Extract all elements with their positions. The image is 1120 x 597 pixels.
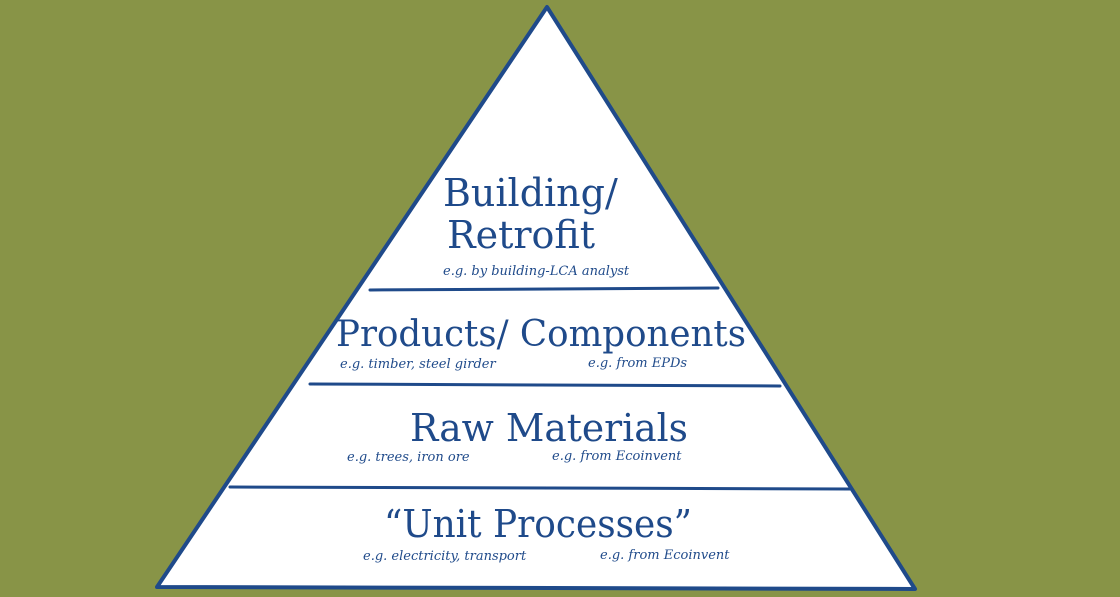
divider-line-1 — [368, 286, 720, 292]
divider-line-2 — [308, 382, 782, 388]
layer-building-title-line2: Retrofit — [447, 213, 595, 257]
layer-unit-processes-note-right: e.g. from Ecoinvent — [600, 548, 730, 563]
layer-unit-processes-note-left: e.g. electricity, transport — [363, 549, 527, 564]
pyramid-outline — [155, 5, 917, 591]
layer-raw-materials-note-left: e.g. trees, iron ore — [347, 450, 470, 465]
layer-unit-processes-title: “Unit Processes” — [384, 502, 692, 546]
layer-products-title: Products/ Components — [336, 314, 746, 355]
divider-line-3 — [228, 485, 852, 491]
layer-raw-materials-title: Raw Materials — [410, 406, 688, 450]
layer-raw-materials-note-right: e.g. from Ecoinvent — [552, 449, 682, 464]
layer-products-note-left: e.g. timber, steel girder — [340, 357, 496, 372]
layer-building-title-line1: Building/ — [443, 171, 618, 215]
layer-building-note: e.g. by building-LCA analyst — [443, 264, 630, 279]
layer-products-note-right: e.g. from EPDs — [588, 356, 687, 371]
